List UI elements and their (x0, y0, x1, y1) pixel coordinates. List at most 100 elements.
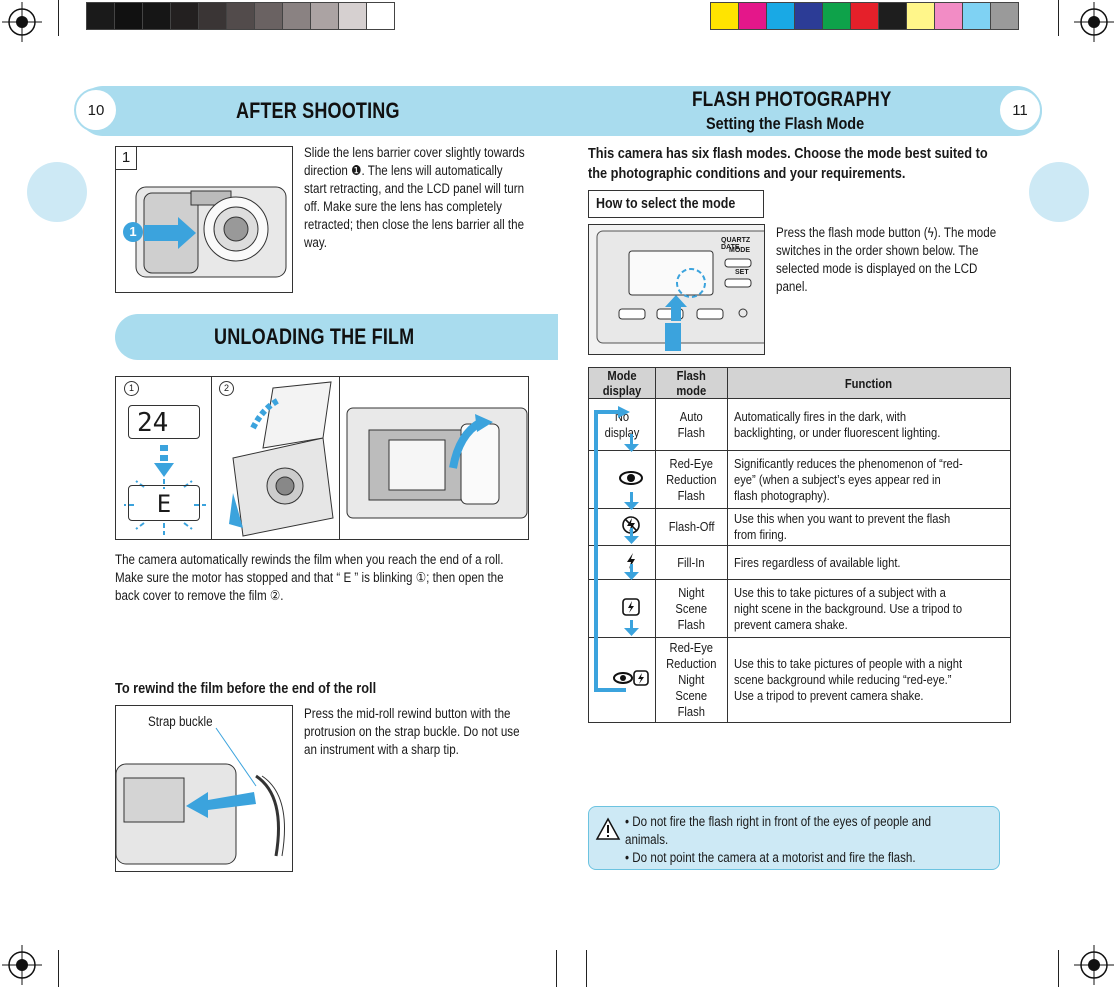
fill-in-icon (607, 552, 637, 574)
flash-mode-cell: Fill-In (655, 545, 728, 580)
function-cell: Use this when you want to prevent the fl… (726, 508, 1011, 546)
control-panel-illustration (596, 230, 764, 351)
color-swatch (906, 2, 935, 30)
registration-mark-icon (2, 2, 42, 42)
registration-mark-icon (1074, 945, 1114, 985)
caution-item: • Do not point the camera at a motorist … (625, 850, 916, 865)
header-function: Function (844, 375, 893, 391)
page-number-right: 11 (998, 88, 1042, 132)
flash-mode-cell: Flash-Off (655, 508, 728, 546)
color-swatch (990, 2, 1019, 30)
flash-mode-cell: Red-Eye Reduction Night Scene Flash (655, 637, 728, 723)
color-swatch (850, 2, 879, 30)
page-title-right: FLASH PHOTOGRAPHY (692, 88, 892, 111)
lcd-frame-counter: 24 (128, 405, 200, 439)
figure-label-2: 2 (219, 381, 234, 396)
function-cell: Automatically fires in the dark, with ba… (726, 398, 1011, 451)
gray-swatch (254, 2, 283, 30)
section-title-unloading: UNLOADING THE FILM (214, 324, 415, 349)
film-chamber-illustration (346, 407, 528, 519)
section-band-unloading (115, 314, 558, 360)
red-eye-icon (600, 470, 644, 490)
gray-swatch (338, 2, 367, 30)
color-swatch (934, 2, 963, 30)
color-bar (710, 2, 1019, 30)
warning-icon (595, 817, 621, 840)
mode-display-cell (588, 450, 656, 509)
step1-text: Slide the lens barrier cover slightly to… (304, 145, 525, 250)
flash-mode-table: Mode display Flash mode Function No disp… (588, 367, 1011, 723)
figure-strap-buckle: Strap buckle (115, 705, 293, 872)
lcd-end-indicator: E (128, 485, 200, 521)
gray-swatch (114, 2, 143, 30)
red-eye-night-icon (595, 669, 649, 691)
strap-buckle-illustration (116, 727, 285, 865)
color-swatch (766, 2, 795, 30)
color-swatch (878, 2, 907, 30)
function-cell: Significantly reduces the phenomenon of … (726, 450, 1011, 509)
caution-box: • Do not fire the flash right in front o… (588, 806, 1000, 870)
crop-mark (1058, 950, 1059, 987)
crop-mark (58, 950, 59, 987)
open-back-cover-illustration (229, 381, 334, 537)
color-swatch (962, 2, 991, 30)
page-title-left: AFTER SHOOTING (236, 98, 400, 123)
gray-color-bar (86, 2, 395, 30)
mode-display-cell (588, 545, 656, 580)
gray-swatch (366, 2, 395, 30)
panel-mode-label: MODE (729, 247, 750, 254)
gray-swatch (282, 2, 311, 30)
direction-callout: 1 (123, 222, 143, 242)
night-scene-icon (603, 597, 641, 621)
color-swatch (822, 2, 851, 30)
flash-intro: This camera has six flash modes. Choose … (588, 145, 988, 182)
header-band (78, 86, 1042, 136)
function-cell: Use this to take pictures of people with… (726, 637, 1011, 723)
color-swatch (710, 2, 739, 30)
color-swatch (794, 2, 823, 30)
header-flash-mode: Flash mode (676, 368, 707, 398)
strap-buckle-label: Strap buckle (148, 714, 213, 729)
flash-mode-cell: Red-Eye Reduction Flash (655, 450, 728, 509)
function-cell: Use this to take pictures of a subject w… (726, 579, 1011, 638)
rewind-text: Press the mid-roll rewind button with th… (304, 706, 520, 757)
registration-mark-icon (2, 945, 42, 985)
figure-label: 1 (116, 147, 137, 170)
crop-mark (1058, 0, 1059, 36)
header-mode-display: Mode display (602, 368, 642, 398)
crop-mark (556, 950, 557, 987)
gray-swatch (86, 2, 115, 30)
registration-mark-icon (1074, 2, 1114, 42)
page-number-left: 10 (74, 88, 118, 132)
gray-swatch (142, 2, 171, 30)
figure-mode-panel: QUARTZ DATE MODE SET (588, 224, 765, 355)
crop-mark (58, 0, 59, 36)
flash-mode-cell: Auto Flash (655, 398, 728, 451)
mode-display-cell (588, 508, 656, 546)
howto-label-box: How to select the mode (588, 190, 764, 218)
page-subtitle-right: Setting the Flash Mode (706, 114, 865, 133)
down-arrow-icon (124, 445, 206, 535)
panel-set-label: SET (735, 269, 749, 276)
color-swatch (738, 2, 767, 30)
howto-text: Press the flash mode button (ϟ). The mod… (776, 225, 997, 294)
mode-cycle-arrows (594, 406, 639, 692)
table-header-row: Mode display Flash mode Function (588, 367, 1011, 399)
rewind-heading: To rewind the film before the end of the… (115, 680, 377, 697)
gray-swatch (226, 2, 255, 30)
figure-lens-barrier: 1 1 (115, 146, 293, 293)
mode-display-cell (588, 637, 656, 723)
gray-swatch (198, 2, 227, 30)
figure-label-1: 1 (124, 381, 139, 396)
figure-unloading: 1 2 24 E (115, 376, 529, 540)
flash-mode-cell: Night Scene Flash (655, 579, 728, 638)
side-tab-left (27, 162, 87, 222)
panel-quartz-label: QUARTZ DATE (721, 237, 751, 251)
side-tab-right (1029, 162, 1089, 222)
